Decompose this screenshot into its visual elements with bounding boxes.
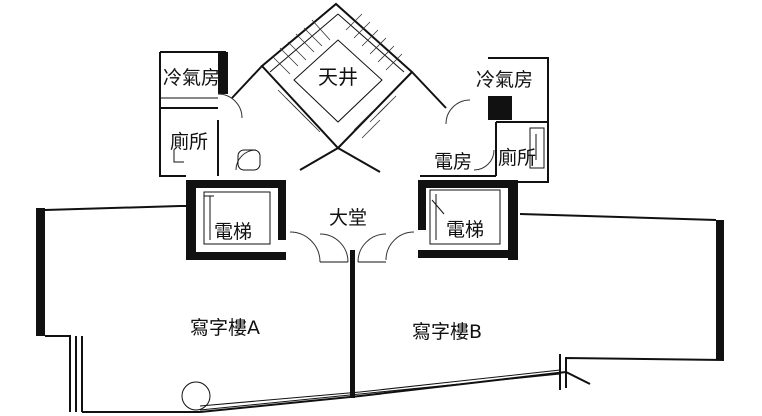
office-b-label: 寫字樓B (412, 321, 482, 343)
skylight-label: 天井 (318, 65, 358, 89)
electric-room-label: 電房 (434, 151, 472, 173)
lift-right-label: 電梯 (446, 219, 484, 241)
lift-core-left (186, 180, 286, 260)
toilet-right-label: 廁所 (498, 146, 536, 169)
ac-room-right-label: 冷氣房 (476, 69, 533, 91)
office-a-label: 寫字樓A (190, 317, 260, 339)
central-partition (350, 250, 355, 398)
lobby-doors (289, 231, 415, 263)
left-service-rooms (159, 51, 261, 177)
ac-room-left-label: 冷氣房 (163, 67, 220, 89)
right-service-rooms (420, 57, 549, 183)
office-a-walls (36, 205, 186, 412)
lobby-label: 大堂 (329, 207, 367, 229)
toilet-left-label: 廁所 (170, 130, 208, 153)
stair-block (231, 2, 447, 173)
lift-core-right (418, 180, 518, 260)
office-b-walls (519, 213, 725, 390)
bottom-facade (82, 369, 591, 413)
lift-left-label: 電梯 (214, 221, 252, 243)
